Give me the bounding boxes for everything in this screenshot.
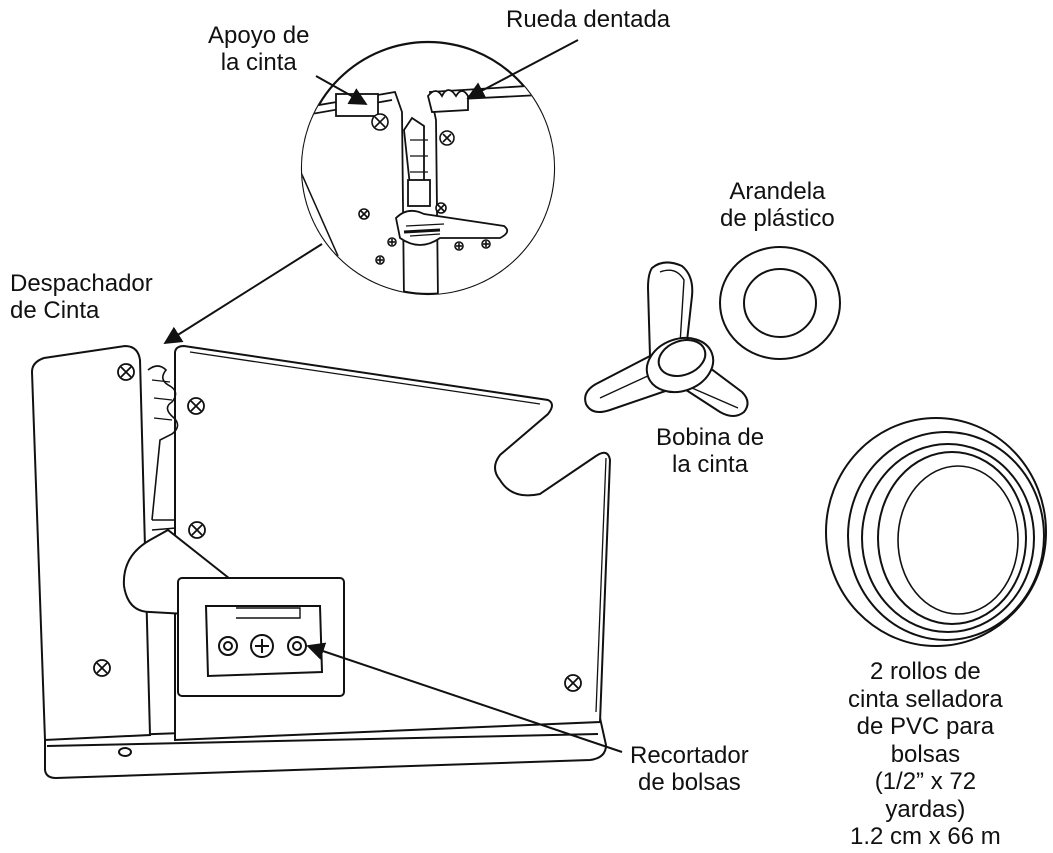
- label-tape-spool: Bobina de la cinta: [656, 424, 765, 478]
- label-tape-rolls: 2 rollos de cinta selladora de PVC para …: [848, 658, 1003, 850]
- trimmer-screws: [218, 634, 307, 658]
- label-tape-dispenser: Despachador de Cinta: [10, 270, 153, 324]
- tape-rolls: [825, 417, 1047, 647]
- label-bag-trimmer: Recortador de bolsas: [630, 742, 749, 796]
- plastic-washer: [719, 246, 841, 360]
- tape-spool: [584, 261, 749, 417]
- tape-dispenser-body: [30, 344, 612, 780]
- label-toothed-wheel: Rueda dentada: [506, 6, 671, 33]
- zoom-detail-circle: [300, 40, 556, 296]
- leader-lines: [163, 39, 623, 753]
- label-plastic-washer: Arandela de plástico: [720, 178, 835, 232]
- label-tape-support: Apoyo de la cinta: [208, 22, 310, 76]
- body-screws: [93, 363, 582, 692]
